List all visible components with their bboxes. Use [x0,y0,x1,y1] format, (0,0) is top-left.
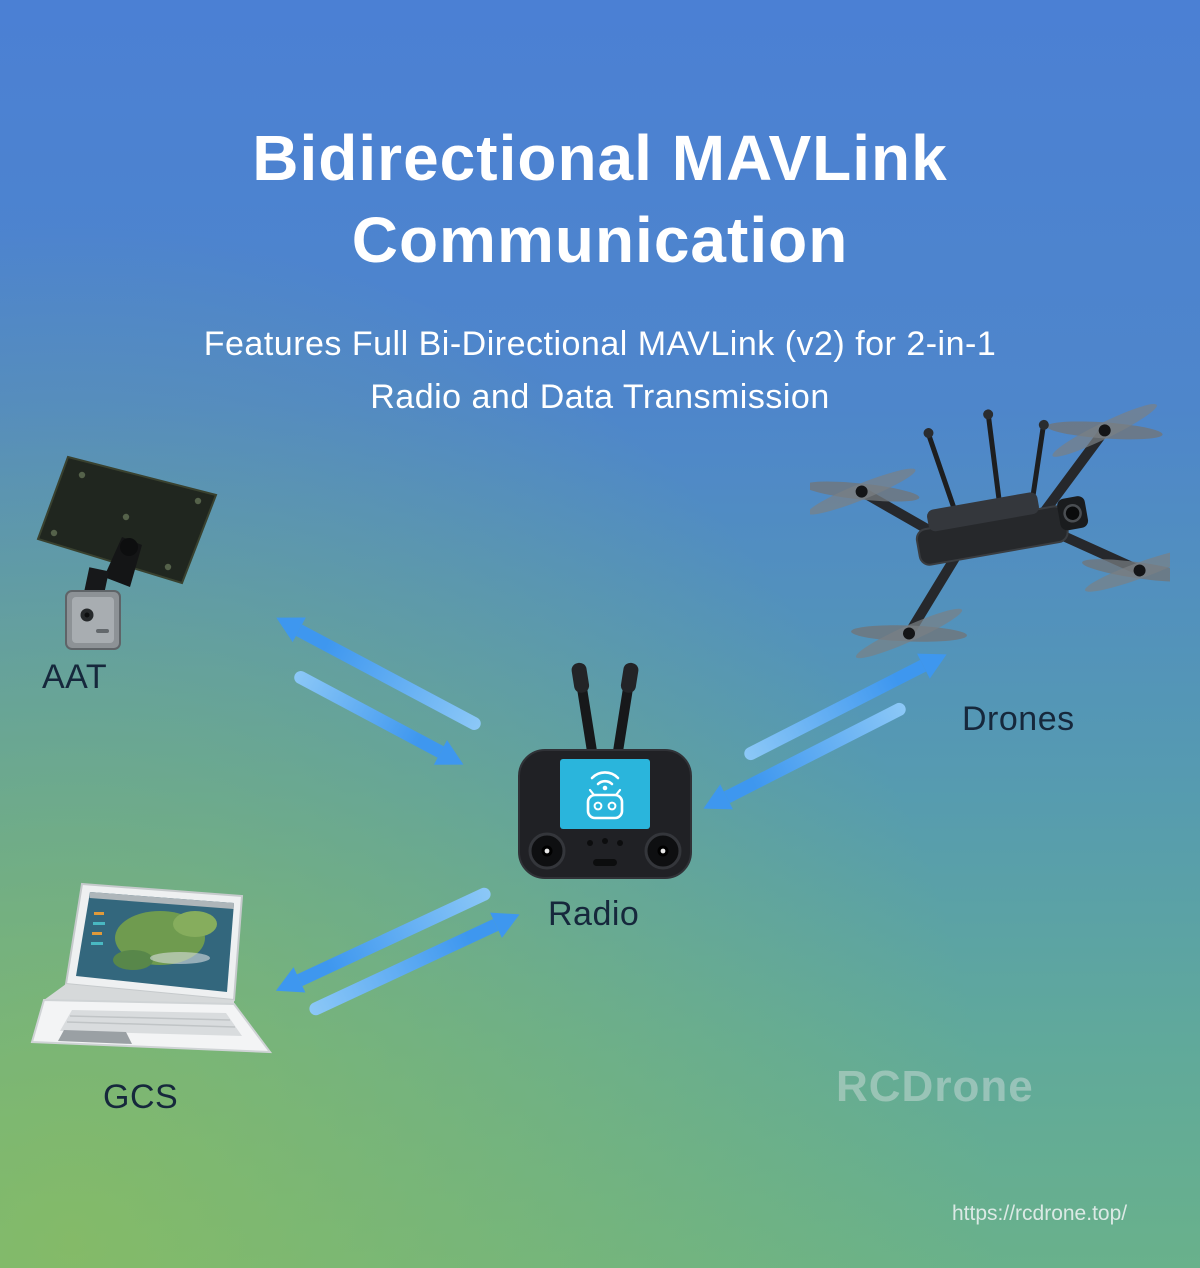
drones-label: Drones [962,700,1075,738]
subtitle-line-1: Features Full Bi-Directional MAVLink (v2… [203,325,997,363]
radio-antenna-left [571,662,599,768]
drone-icon [803,400,1198,680]
radio-label: Radio [548,895,640,933]
footer-url: https://rcdrone.top/ [952,1202,1128,1225]
radio-controller-icon [505,655,705,895]
radio-antenna-right [611,662,639,768]
title-line-2: Communication [351,203,849,276]
arrow-radio-to-aat-icon [295,624,484,733]
aat-label: AAT [42,658,108,696]
arrow-aat-to-radio-icon [291,668,444,758]
title-line-1: Bidirectional MAVLink [252,122,948,194]
watermark: RCDrone [836,1062,1034,1111]
subtitle-line-2: Radio and Data Transmission [370,377,830,416]
page-subtitle: Features Full Bi-Directional MAVLink (v2… [0,318,1200,423]
gcs-label: GCS [103,1078,179,1116]
aat-tracker-icon [30,445,230,660]
laptop-gcs-icon [30,880,280,1075]
page-title: Bidirectional MAVLink Communication [0,118,1200,282]
